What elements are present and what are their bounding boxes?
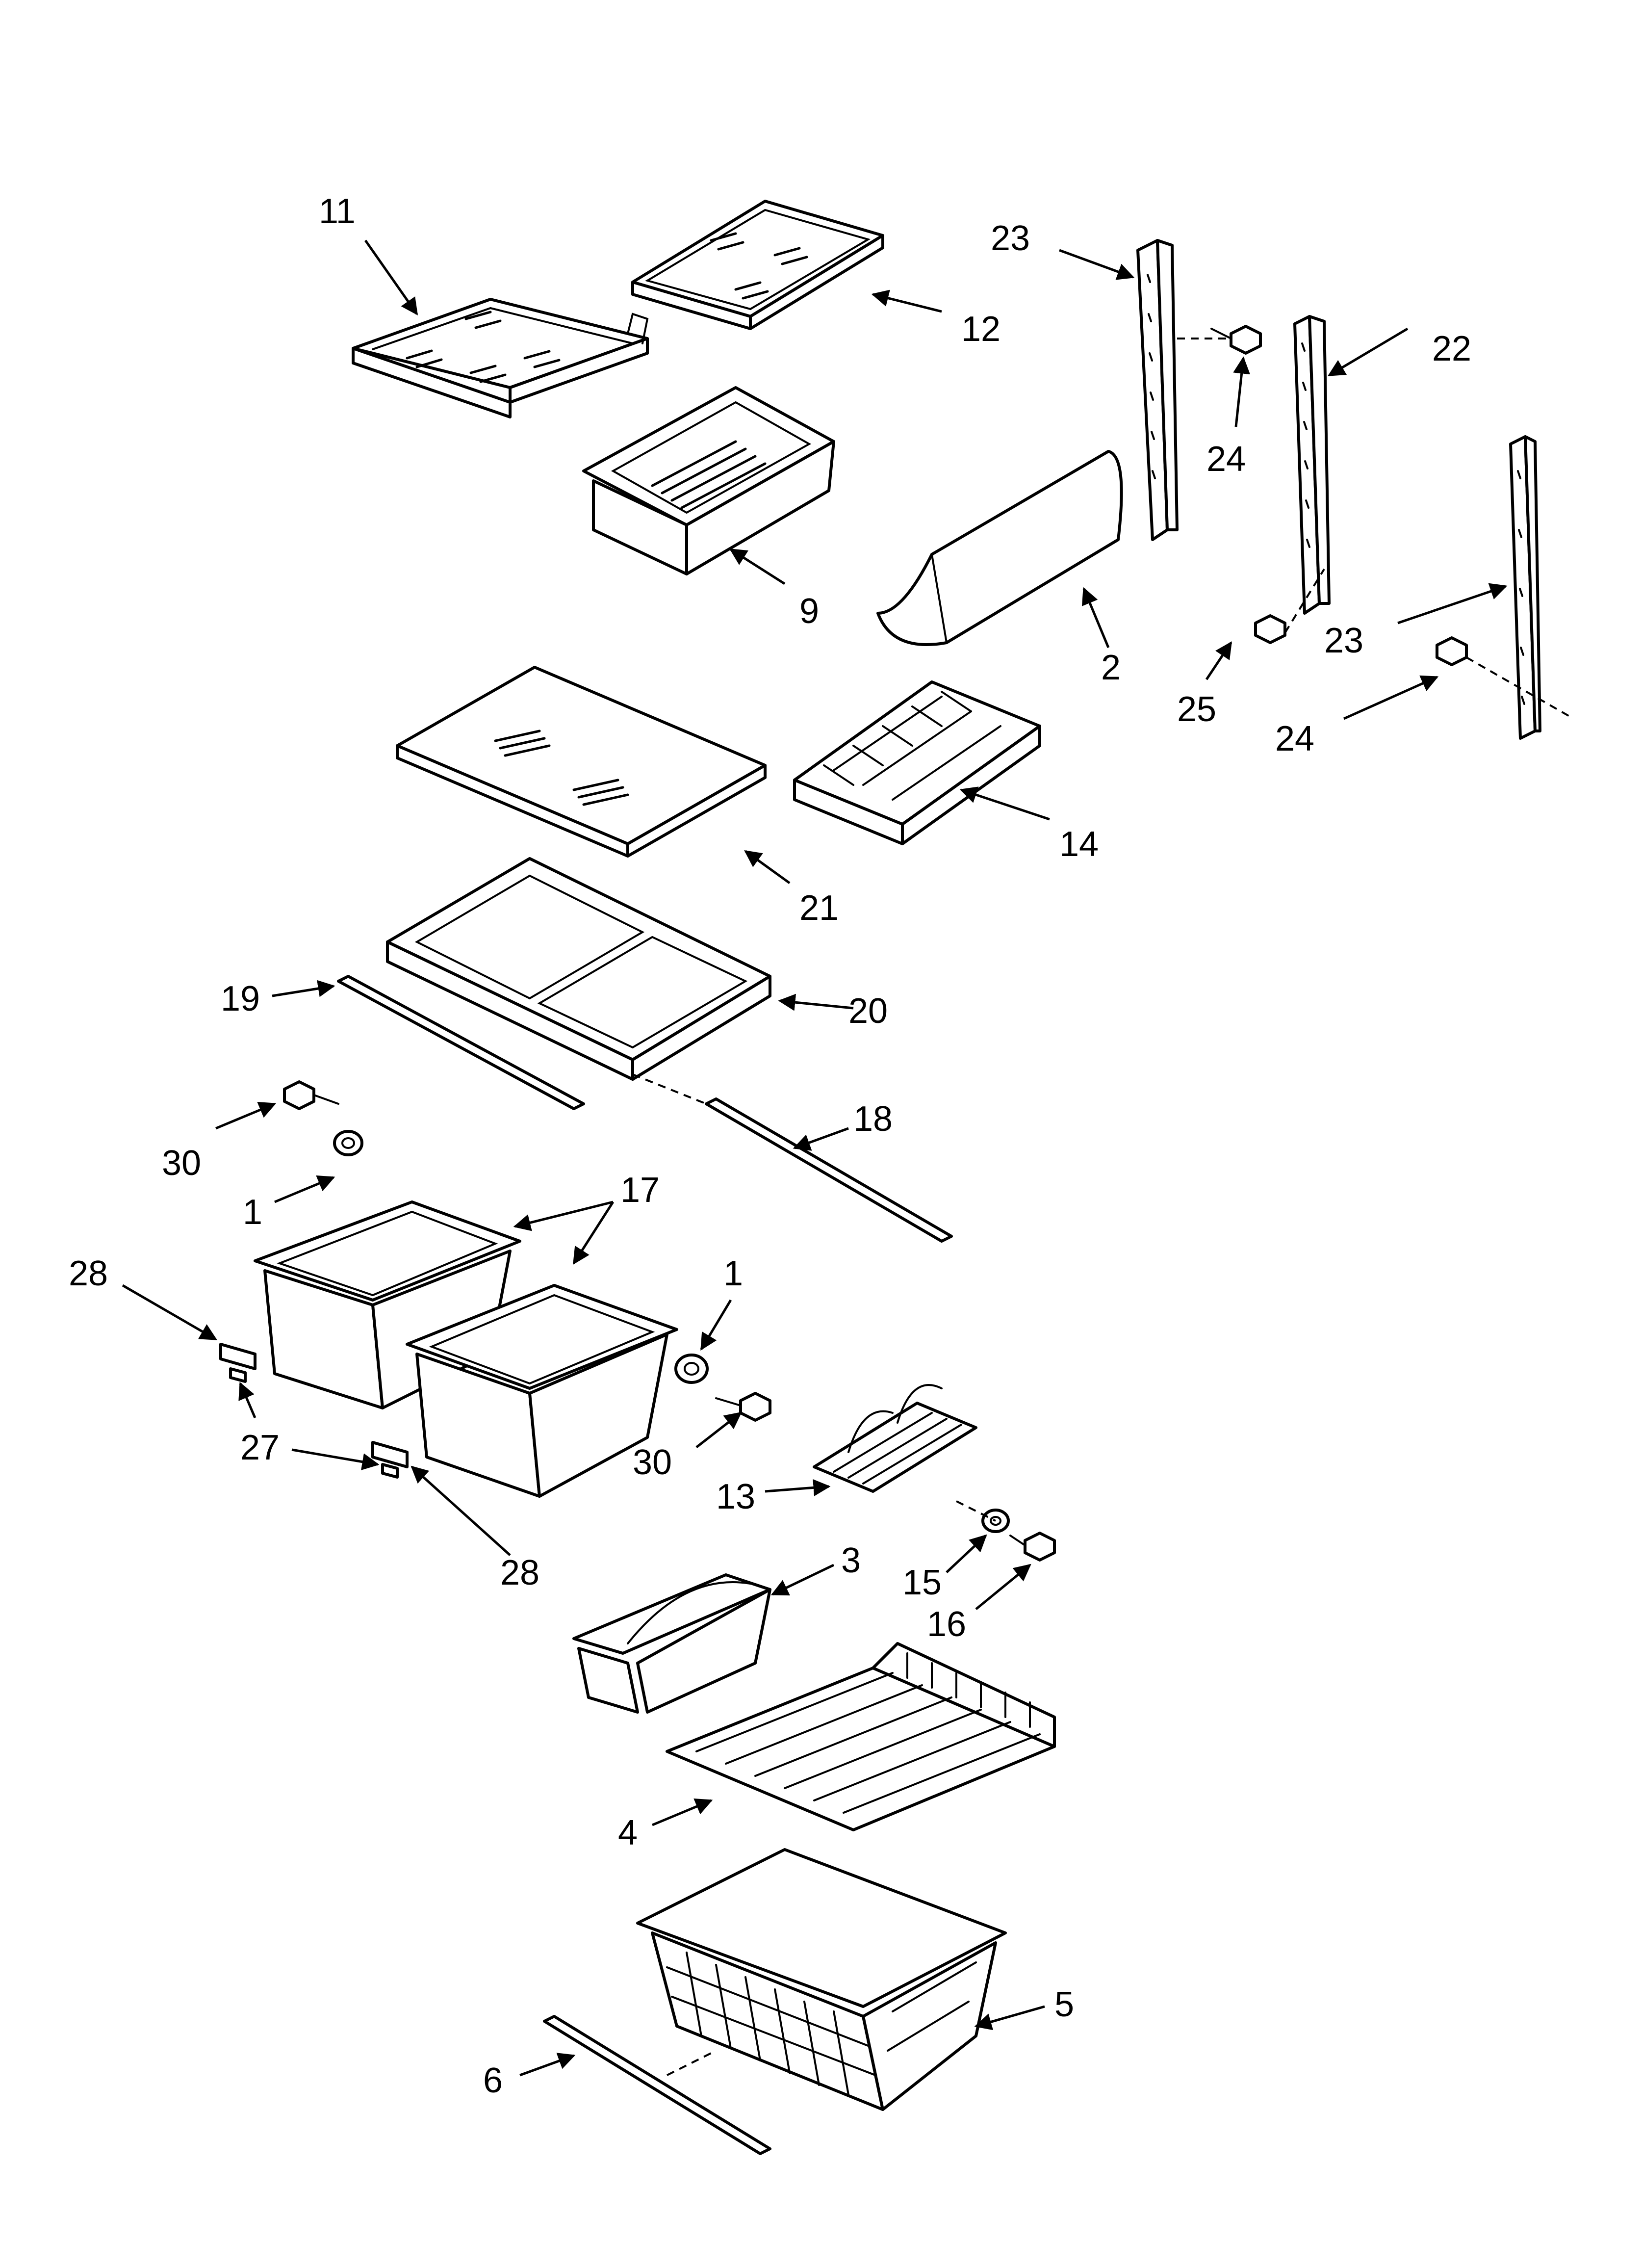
part-21-glass-shelf [396, 666, 767, 858]
callout-5: 5 [1054, 1985, 1074, 2024]
callout-18: 18 [853, 1099, 893, 1139]
callout-14: 14 [1059, 825, 1099, 864]
part-6-rod [543, 2015, 771, 2155]
part-11-shelf [352, 298, 649, 418]
part-19-rod [337, 975, 585, 1110]
callout-1-right: 1 [723, 1254, 743, 1293]
part-24-screw-upper [1210, 325, 1262, 355]
callout-11: 11 [319, 192, 356, 231]
part-23-rail-left [1136, 239, 1179, 541]
part-14-ice-tray [793, 680, 1041, 845]
part-13-wire-rack [813, 1384, 977, 1493]
part-4-wire-shelf [666, 1642, 1056, 1831]
part-20-shelf-frame [386, 857, 771, 1081]
part-5-basket [636, 1848, 1007, 2111]
callout-30-right: 30 [633, 1443, 672, 1482]
callout-30-left: 30 [162, 1144, 201, 1183]
callout-23-left: 23 [991, 219, 1030, 258]
callout-23-right: 23 [1324, 621, 1363, 660]
callout-6: 6 [483, 2061, 503, 2100]
part-30-screw-left [283, 1080, 339, 1110]
callout-1-left: 1 [243, 1193, 262, 1232]
part-27-clip-left [229, 1367, 247, 1383]
callout-28-right: 28 [500, 1553, 539, 1592]
part-30-screw-right [715, 1392, 771, 1422]
part-17-crisper-right [406, 1284, 678, 1498]
leader-lines [122, 239, 1508, 2077]
part-3-bin [572, 1573, 771, 1714]
part-24-screw-lower [1436, 636, 1468, 666]
part-16-screw [1009, 1532, 1056, 1562]
callout-9: 9 [799, 592, 819, 631]
part-1-spacer-left [333, 1130, 363, 1156]
callout-2: 2 [1101, 648, 1121, 687]
callout-25: 25 [1177, 690, 1216, 729]
callout-4: 4 [618, 1813, 638, 1852]
callout-12: 12 [961, 310, 1001, 349]
part-23-rail-right [1509, 435, 1541, 740]
part-28-clip-left [219, 1343, 257, 1370]
part-22-rail [1293, 315, 1331, 615]
callout-3: 3 [841, 1541, 861, 1580]
part-17-crisper-left [254, 1200, 521, 1409]
part-27-clip-right [381, 1463, 399, 1479]
part-18-rod [705, 1097, 953, 1243]
callout-20: 20 [848, 991, 888, 1031]
part-12-shelf [631, 200, 884, 330]
part-1-spacer-right [674, 1354, 709, 1384]
part-28-clip-right [371, 1441, 409, 1468]
callout-27-left: 27 [240, 1428, 280, 1467]
callout-13: 13 [716, 1477, 755, 1516]
part-25-screw [1254, 614, 1286, 644]
callout-labels: 11 12 9 2 23 24 22 23 25 24 14 21 19 20 … [69, 192, 1471, 2100]
callout-21: 21 [799, 888, 839, 928]
callout-17: 17 [620, 1171, 660, 1210]
part-2-deflector [876, 450, 1123, 646]
callout-24-lower: 24 [1275, 719, 1314, 758]
callout-15: 15 [902, 1563, 942, 1602]
callout-28-left: 28 [69, 1254, 108, 1293]
callout-22: 22 [1432, 329, 1471, 368]
callout-19: 19 [221, 979, 260, 1018]
callout-16: 16 [927, 1605, 966, 1644]
part-9-pan [582, 386, 835, 575]
callout-24-upper: 24 [1206, 440, 1246, 479]
